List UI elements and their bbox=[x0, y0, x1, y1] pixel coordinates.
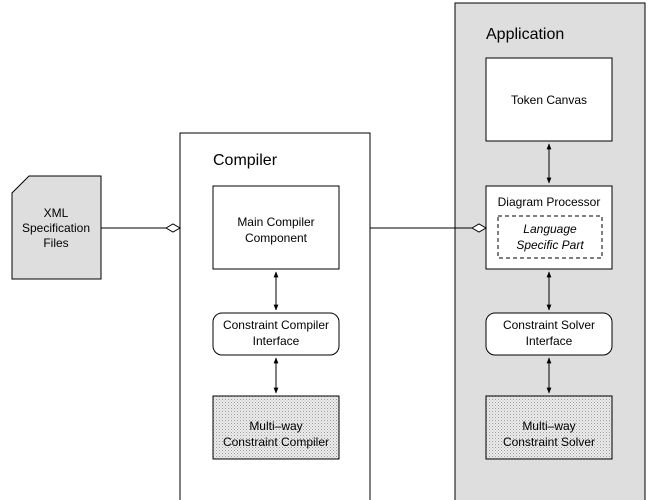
main-compiler-line2: Component bbox=[245, 231, 308, 245]
language-specific-part bbox=[497, 215, 603, 259]
compiler-title: Compiler bbox=[213, 152, 278, 169]
xml-files-line1: XML bbox=[44, 206, 69, 220]
xml-files-line3: Files bbox=[43, 236, 68, 250]
multiway-constraint-solver: Multi–way Constraint Solver bbox=[485, 395, 613, 460]
solver-interface-line1: Constraint Solver bbox=[503, 318, 595, 332]
multiway-constraint-compiler: Multi–way Constraint Compiler bbox=[212, 395, 340, 460]
xml-files-line2: Specification bbox=[22, 221, 90, 235]
token-canvas-label: Token Canvas bbox=[511, 93, 587, 107]
diagram-processor-label: Diagram Processor bbox=[498, 195, 601, 209]
xml-spec-files: XML Specification Files bbox=[11, 175, 102, 280]
mw-compiler-line2: Constraint Compiler bbox=[223, 435, 329, 449]
mw-solver-line2: Constraint Solver bbox=[503, 435, 595, 449]
token-canvas: Token Canvas bbox=[485, 57, 613, 142]
application-title: Application bbox=[486, 26, 564, 43]
lsp-line2: Specific Part bbox=[516, 238, 584, 252]
solver-interface-line2: Interface bbox=[526, 334, 573, 348]
compiler-interface-line2: Interface bbox=[253, 334, 300, 348]
constraint-compiler-interface: Constraint Compiler Interface bbox=[212, 312, 340, 356]
main-compiler-component: Main Compiler Component bbox=[212, 185, 340, 270]
mw-solver-line1: Multi–way bbox=[522, 419, 575, 433]
lsp-line1: Language bbox=[523, 222, 577, 236]
connectors bbox=[101, 143, 552, 394]
main-compiler-line1: Main Compiler bbox=[237, 215, 314, 229]
diagram-processor: Diagram Processor Language Specific Part bbox=[485, 185, 613, 270]
constraint-solver-interface: Constraint Solver Interface bbox=[485, 312, 613, 356]
mw-compiler-line1: Multi–way bbox=[249, 419, 302, 433]
compiler-interface-line1: Constraint Compiler bbox=[223, 318, 329, 332]
